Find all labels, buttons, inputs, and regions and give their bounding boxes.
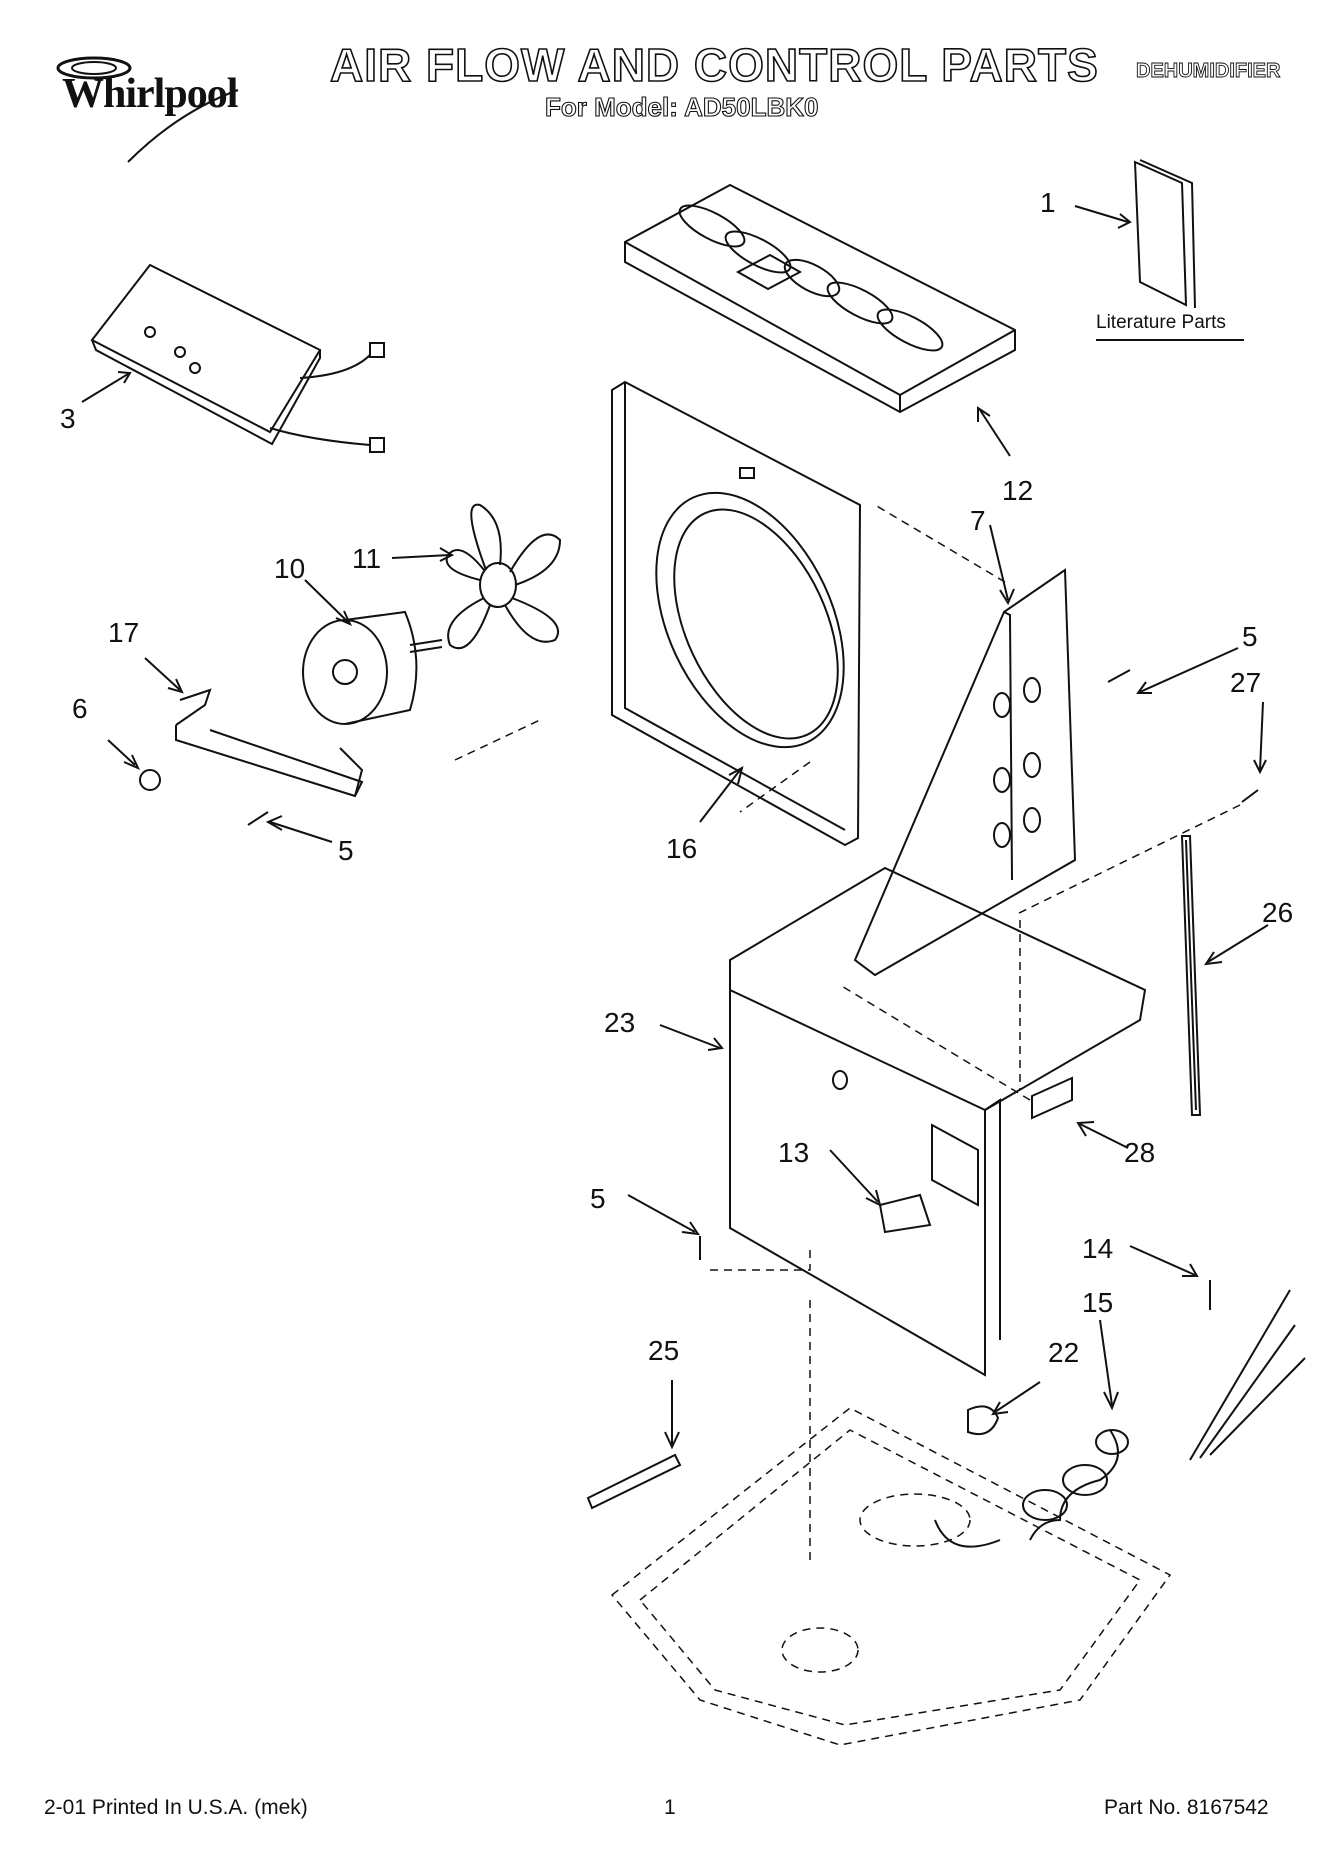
evaporator-shroud bbox=[611, 380, 862, 847]
callout-11: 11 bbox=[352, 543, 381, 574]
callout-15: 15 bbox=[1082, 1287, 1113, 1318]
print-info: 2-01 Printed In U.S.A. (mek) bbox=[44, 1796, 308, 1819]
control-panel bbox=[90, 263, 385, 453]
callout-16: 16 bbox=[666, 833, 697, 864]
top-grille bbox=[624, 183, 1016, 414]
callout-28: 28 bbox=[1124, 1137, 1155, 1168]
callout-22: 22 bbox=[1048, 1337, 1079, 1368]
small-bracket bbox=[1031, 1076, 1073, 1120]
divider-plate bbox=[853, 568, 1077, 977]
callout-23: 23 bbox=[604, 1007, 635, 1038]
power-cord bbox=[934, 1289, 1306, 1548]
base-pan-phantom bbox=[454, 504, 1241, 1746]
brand-logo bbox=[28, 52, 288, 172]
main-housing bbox=[729, 866, 1147, 1377]
appliance-category: DEHUMIDIFIER bbox=[1136, 60, 1281, 83]
leader-lines bbox=[81, 205, 1269, 1450]
literature-booklet bbox=[1096, 159, 1244, 341]
logo-swirl-graphic bbox=[56, 56, 239, 163]
callout-17: 17 bbox=[108, 617, 139, 648]
callout-1: 1 bbox=[1040, 187, 1056, 218]
hex-nut bbox=[139, 769, 161, 791]
control-switch bbox=[878, 1193, 932, 1234]
callout-5-lower: 5 bbox=[590, 1183, 606, 1214]
motor-bracket bbox=[175, 688, 364, 798]
fan-blade bbox=[445, 503, 562, 650]
screw-upper-right bbox=[1107, 669, 1131, 683]
screw-27 bbox=[1241, 789, 1259, 803]
screw-motor bbox=[247, 811, 269, 826]
callout-27: 27 bbox=[1230, 667, 1261, 698]
callout-25: 25 bbox=[648, 1335, 679, 1366]
callout-6: 6 bbox=[72, 693, 88, 724]
callout-5-motor: 5 bbox=[338, 835, 354, 866]
page-title: AIR FLOW AND CONTROL PARTS bbox=[329, 38, 1099, 92]
fan-motor bbox=[302, 610, 443, 725]
callout-3: 3 bbox=[60, 403, 76, 434]
callout-26: 26 bbox=[1262, 897, 1293, 928]
callout-12: 12 bbox=[1002, 475, 1033, 506]
callout-7: 7 bbox=[970, 505, 986, 536]
cable-tie bbox=[586, 1453, 682, 1510]
callout-13: 13 bbox=[778, 1137, 809, 1168]
model-subtitle: For Model: AD50LBK0 bbox=[544, 91, 819, 122]
page-number: 1 bbox=[664, 1796, 676, 1819]
literature-parts-label: Literature Parts bbox=[1096, 312, 1226, 333]
part-number: Part No. 8167542 bbox=[1104, 1796, 1269, 1819]
cord-clamp bbox=[967, 1405, 1000, 1436]
brand-name: Whirlpool bbox=[62, 71, 238, 117]
callout-10: 10 bbox=[274, 553, 305, 584]
drip-rail bbox=[1180, 835, 1202, 1116]
callout-5-upper-right: 5 bbox=[1242, 621, 1258, 652]
callout-14: 14 bbox=[1082, 1233, 1113, 1264]
